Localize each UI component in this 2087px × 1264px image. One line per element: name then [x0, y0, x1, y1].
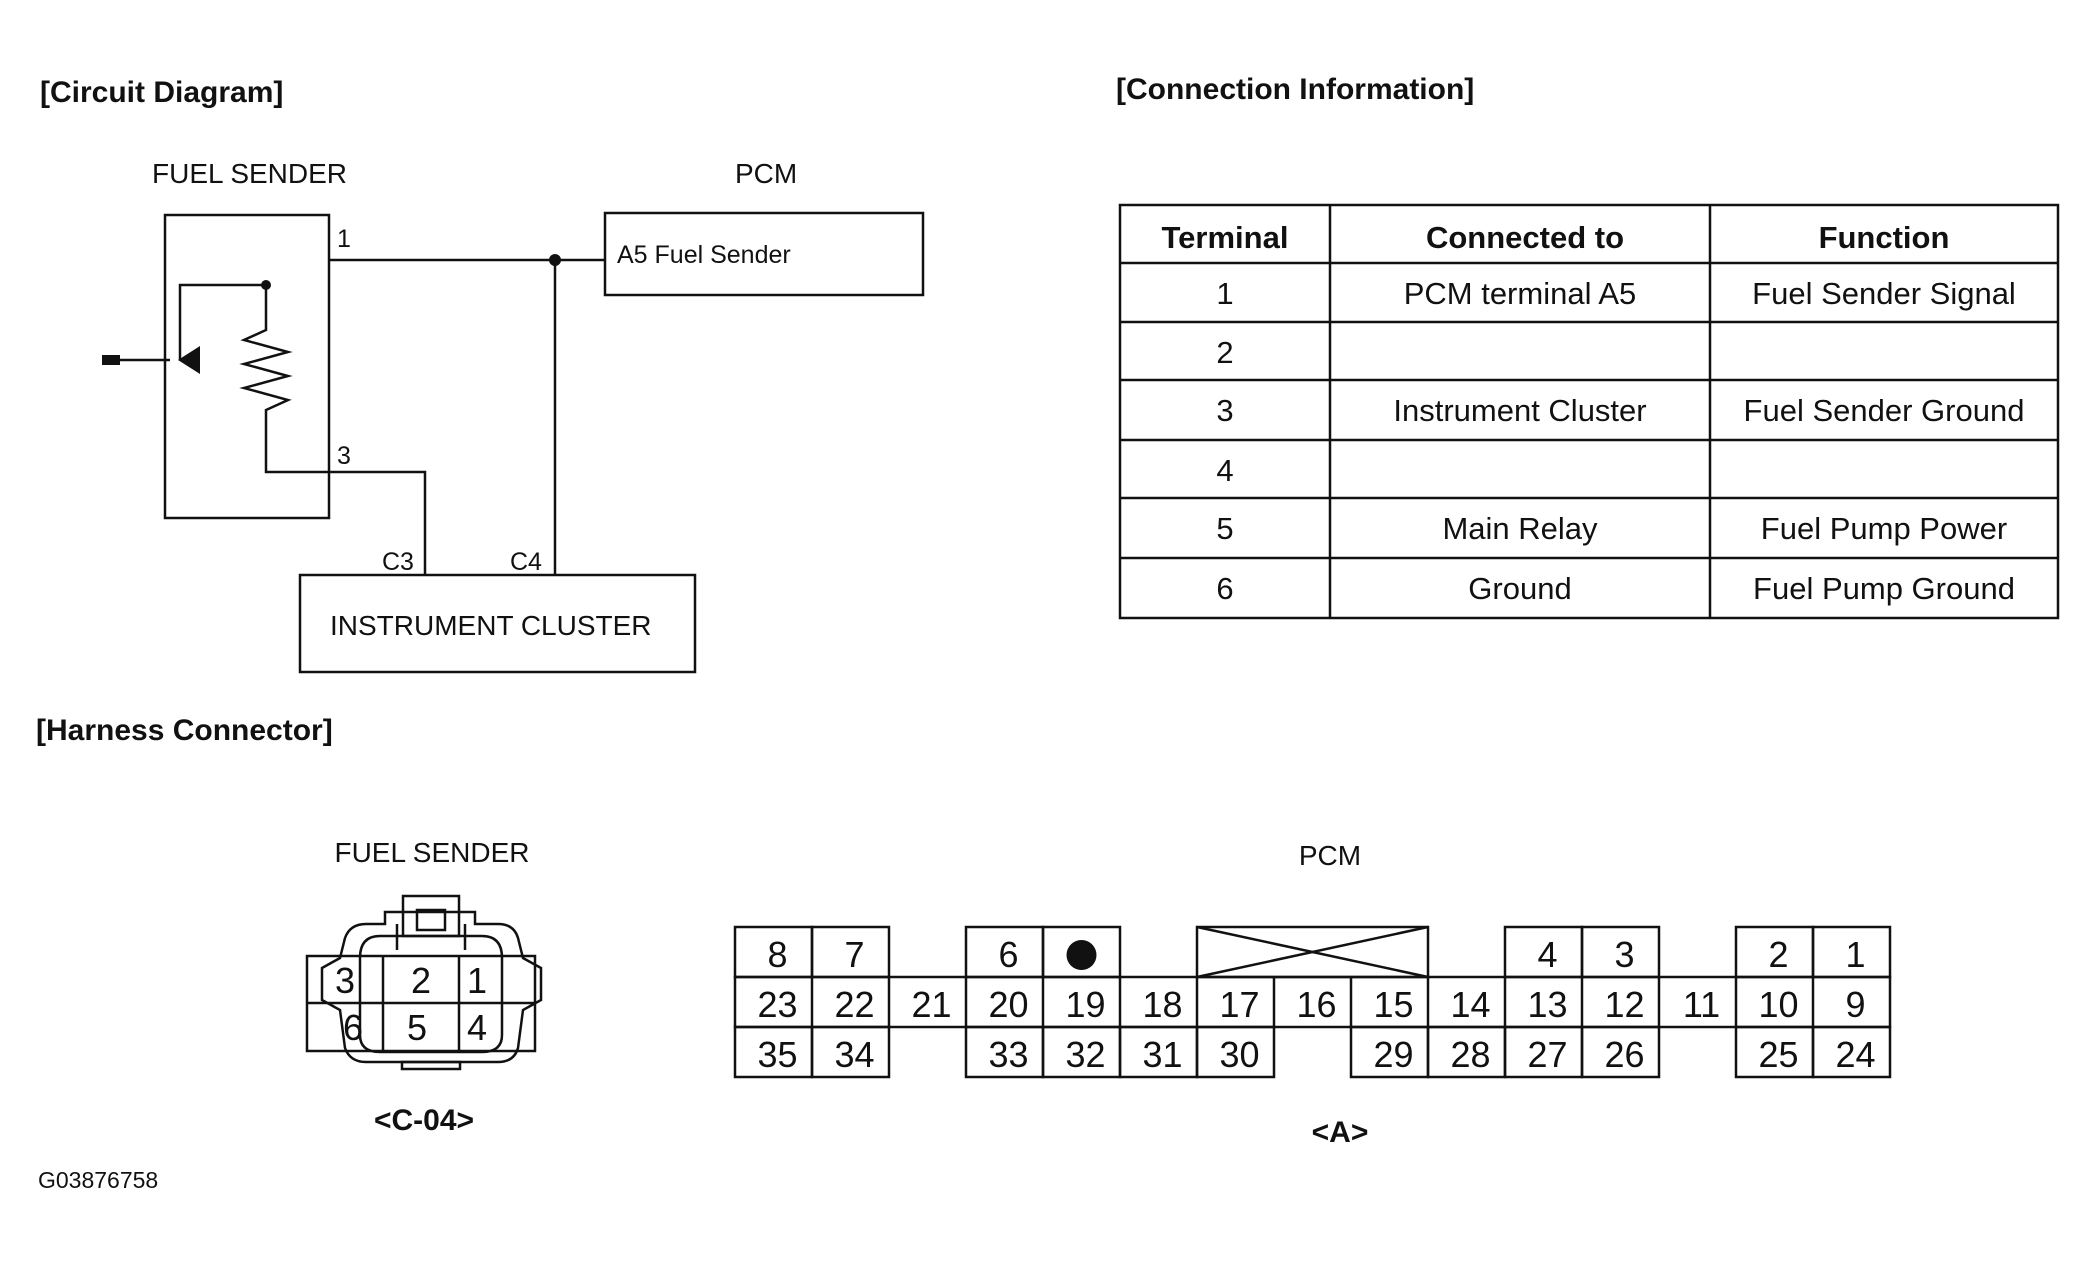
blocked-cross-line	[1196, 925, 1429, 979]
pcm-pin-32: 32	[1065, 1034, 1105, 1075]
col-header-terminal: Terminal	[1162, 220, 1289, 255]
pcm-pin-24: 24	[1835, 1034, 1875, 1075]
pcm-pin-12: 12	[1604, 984, 1644, 1025]
fuel-sender-label: FUEL SENDER	[152, 158, 347, 189]
pcm-pin-marker	[1066, 940, 1097, 970]
pcm-pin-15: 15	[1373, 984, 1413, 1025]
instrument-cluster-box	[298, 573, 697, 674]
pcm-pin-29: 29	[1373, 1034, 1413, 1075]
connection-table: Terminal Connected to Function 1 PCM term…	[1118, 203, 2060, 620]
cell-function-row-1: Fuel Sender Signal	[1752, 276, 2016, 311]
fs-pin-3: 3	[335, 960, 355, 1001]
pcm-cell	[1580, 1025, 1661, 1079]
pcm-pin-11: 11	[1683, 984, 1720, 1025]
signal-wire	[329, 254, 605, 575]
figure-id: G03876758	[38, 1167, 158, 1193]
col-header-connected-to: Connected to	[1426, 220, 1624, 255]
pcm-pin-1: 1	[1845, 934, 1865, 975]
fs-pin-2: 2	[411, 960, 431, 1001]
pcm-pin-2: 2	[1768, 934, 1788, 975]
pcm-pin-31: 31	[1142, 1034, 1182, 1075]
pcm-cell	[810, 1025, 891, 1079]
pcm-pin-23: 23	[757, 984, 797, 1025]
cell-terminal-row-2: 2	[1216, 335, 1233, 370]
pcm-cell	[1811, 1025, 1892, 1079]
fuel-sender-connector-label: FUEL SENDER	[334, 837, 529, 868]
pcm-connector-code: <A>	[1312, 1116, 1369, 1149]
pcm-pin-9: 9	[1845, 984, 1865, 1025]
pcm-pin-21: 21	[911, 984, 951, 1025]
cell-function-row-3: Fuel Sender Ground	[1744, 393, 2025, 428]
cell-connected-to-row-3: Instrument Cluster	[1393, 393, 1646, 428]
pcm-pin-20: 20	[988, 984, 1028, 1025]
cell-function-row-6: Fuel Pump Ground	[1753, 571, 2015, 606]
pcm-pin-14: 14	[1450, 984, 1490, 1025]
pcm-pin-16: 16	[1296, 984, 1336, 1025]
pcm-box	[603, 211, 925, 297]
cell-terminal-row-5: 5	[1216, 511, 1233, 546]
pcm-pin-35: 35	[757, 1034, 797, 1075]
pcm-a5-label: A5 Fuel Sender	[617, 241, 791, 269]
pcm-pin-13: 13	[1527, 984, 1567, 1025]
fuel-sender-box	[163, 213, 331, 520]
pcm-pin-28: 28	[1450, 1034, 1490, 1075]
cell-function-row-5: Fuel Pump Power	[1761, 511, 2007, 546]
pcm-connector-label: PCM	[1299, 840, 1361, 871]
pcm-pin-22: 22	[834, 984, 874, 1025]
instrument-cluster-label: INSTRUMENT CLUSTER	[330, 610, 652, 641]
fuel-sender-connector-code: <C-04>	[374, 1104, 474, 1137]
cluster-pin-c4: C4	[510, 548, 542, 576]
pcm-cell	[1195, 1025, 1276, 1079]
pcm-pin-6: 6	[998, 934, 1018, 975]
fs-pin-6: 6	[343, 1007, 363, 1048]
fs-pin-4: 4	[467, 1007, 487, 1048]
pcm-pin-33: 33	[988, 1034, 1028, 1075]
cell-terminal-row-4: 4	[1216, 453, 1233, 488]
pcm-pin-18: 18	[1142, 984, 1182, 1025]
cluster-pin-c3: C3	[382, 548, 414, 576]
pcm-label: PCM	[735, 158, 797, 189]
harness-connector-heading: [Harness Connector]	[36, 714, 333, 747]
pcm-pin-26: 26	[1604, 1034, 1644, 1075]
cell-terminal-row-6: 6	[1216, 571, 1233, 606]
resistor-symbol	[102, 280, 427, 575]
pcm-pin-25: 25	[1758, 1034, 1798, 1075]
pcm-pin-34: 34	[834, 1034, 874, 1075]
pcm-pin-8: 8	[767, 934, 787, 975]
pcm-pin-17: 17	[1219, 984, 1259, 1025]
pcm-pin-4: 4	[1537, 934, 1557, 975]
pcm-middle-row	[733, 975, 1892, 1029]
fs-pin-5: 5	[407, 1007, 427, 1048]
cell-terminal-row-1: 1	[1216, 276, 1233, 311]
pcm-pin-3: 3	[1614, 934, 1634, 975]
fuel-sender-connector	[305, 894, 543, 1071]
cell-connected-to-row-5: Main Relay	[1442, 511, 1598, 546]
cell-connected-to-row-6: Ground	[1468, 571, 1571, 606]
pcm-pin-30: 30	[1219, 1034, 1259, 1075]
connection-info-heading: [Connection Information]	[1116, 73, 1474, 106]
pcm-pin-7: 7	[844, 934, 864, 975]
fuel-sender-pin-3: 3	[337, 442, 351, 470]
pcm-pin-19: 19	[1065, 984, 1105, 1025]
fuel-sender-pin-1: 1	[337, 225, 351, 253]
circuit-diagram-heading: [Circuit Diagram]	[40, 76, 283, 109]
cell-connected-to-row-1: PCM terminal A5	[1404, 276, 1637, 311]
fs-pin-1: 1	[467, 960, 487, 1001]
col-header-function: Function	[1819, 220, 1950, 255]
cell-terminal-row-3: 3	[1216, 393, 1233, 428]
pcm-pin-27: 27	[1527, 1034, 1567, 1075]
pcm-pin-10: 10	[1758, 984, 1798, 1025]
